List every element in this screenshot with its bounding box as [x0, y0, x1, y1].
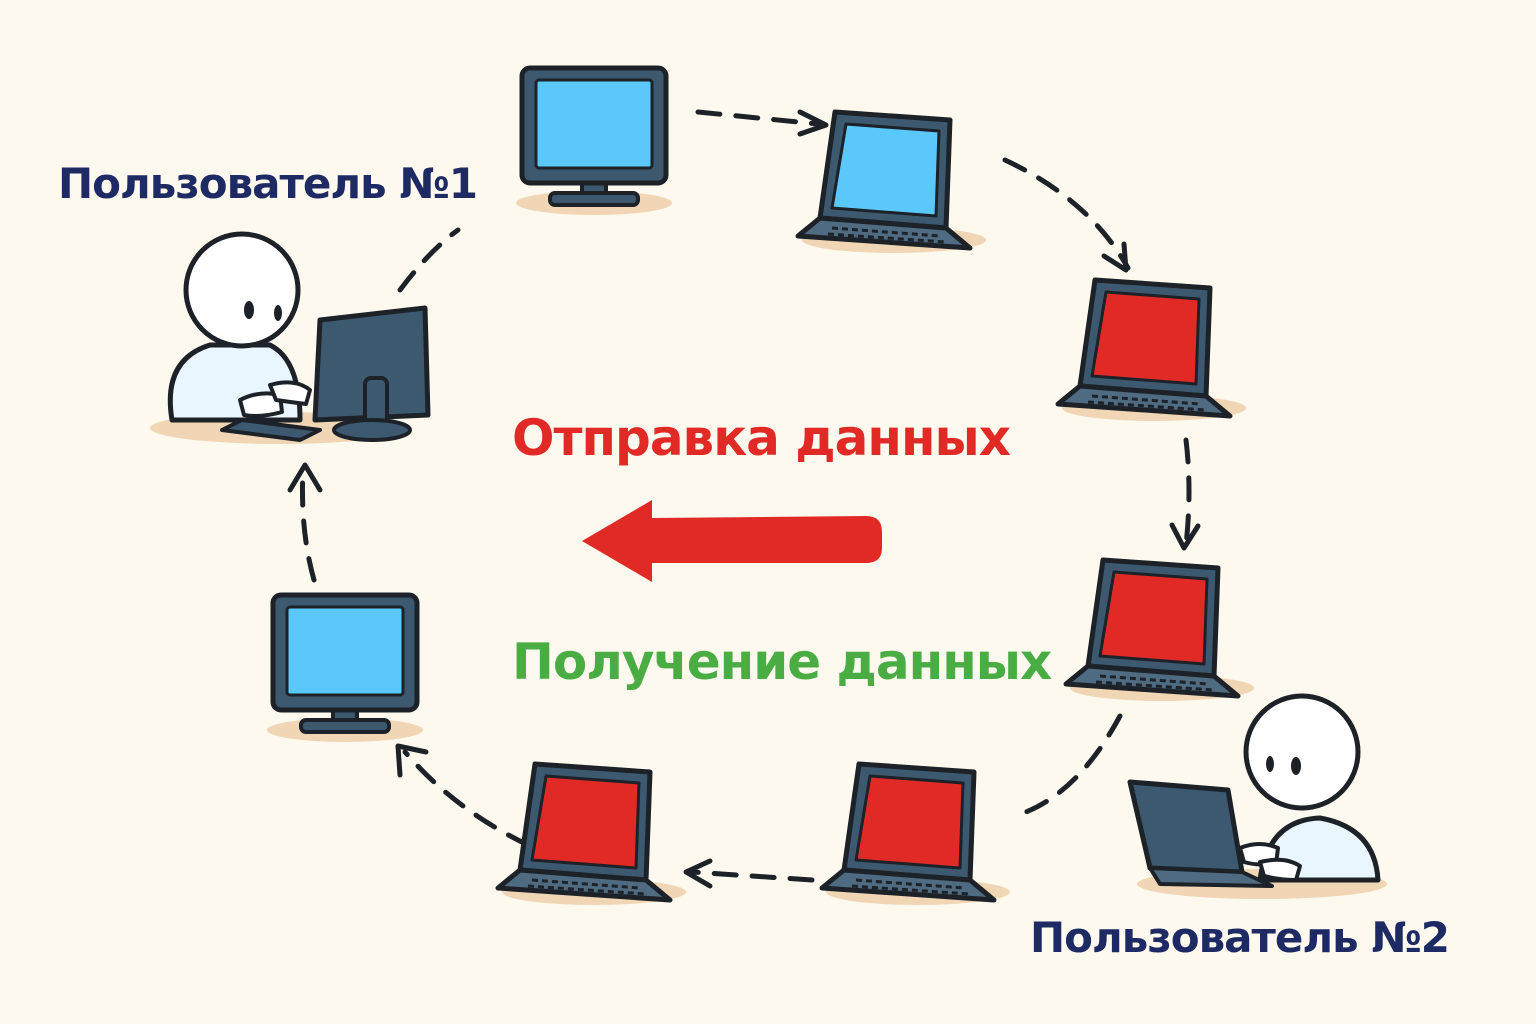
ring-connections [299, 109, 1192, 883]
arrowhead-to-laptop-red2 [1169, 522, 1201, 551]
arrowhead-to-laptop-bottom-left [683, 858, 713, 889]
laptop-icon [1063, 557, 1254, 701]
arrowhead-to-laptop-top [797, 109, 829, 137]
link-desktop-top-to-laptop-top [695, 109, 821, 127]
user1-label: Пользователь №1 [58, 159, 478, 208]
laptop-icon [1055, 277, 1246, 421]
link-desktop-left-to-user1 [299, 467, 317, 583]
link-laptop-top-to-laptop-red1 [1002, 157, 1131, 271]
laptop-icon [495, 761, 686, 905]
laptop-icon [798, 112, 986, 253]
link-laptop-red1-to-laptop-red2 [1183, 437, 1192, 548]
link-laptop-red2-to-user2 [1023, 713, 1123, 815]
person-at-laptop-icon [1127, 693, 1387, 899]
left-arrow-icon [582, 500, 882, 582]
arrowhead-to-user1 [287, 462, 323, 493]
send-data-label: Отправка данных [512, 409, 1011, 467]
ring-arrowheads [287, 109, 1201, 889]
arrowhead-to-desktop-left [395, 743, 429, 778]
user2-label: Пользователь №2 [1030, 913, 1450, 962]
link-laptop-bottom-left-to-desktop-left [402, 749, 531, 848]
receive-data-label: Получение данных [512, 633, 1052, 691]
laptop-icon [819, 761, 1010, 905]
link-user1-to-desktop-top [397, 227, 461, 293]
person-at-desktop-icon [150, 231, 431, 444]
desktop-computer-icon [267, 595, 423, 742]
desktop-computer-icon [516, 68, 672, 215]
arrowhead-to-laptop-red1 [1101, 241, 1129, 273]
link-laptop-bottom-right-to-bottom-left [689, 869, 815, 883]
